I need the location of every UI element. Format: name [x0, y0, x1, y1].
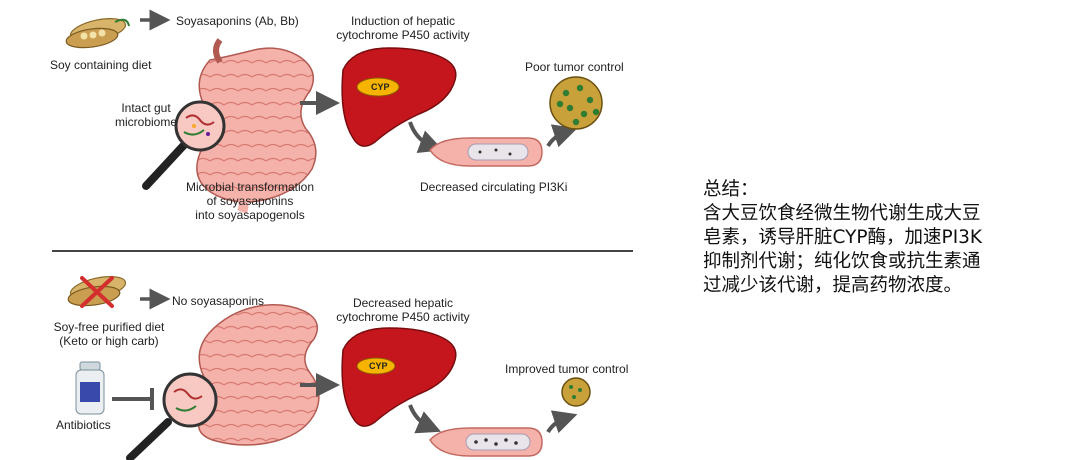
diet-label: Soy containing diet [50, 58, 152, 72]
summary-line-2: 皂素，诱导肝脏CYP酶，加速PI3K [703, 227, 983, 248]
summary-line-4: 过减少该代谢，提高药物浓度。 [703, 275, 963, 296]
drug-label: Decreased circulating PI3Ki [420, 180, 568, 194]
liver-icon: CYP [341, 327, 457, 427]
liver-label-line-2: cytochrome P450 activity [336, 28, 470, 42]
improved-tumor-label: Improved tumor control [505, 362, 629, 376]
summary-title: 总结： [703, 179, 759, 200]
liver-induction-label: Induction of hepatic cytochrome P450 act… [328, 14, 478, 42]
soy-free-diet-label: Soy-free purified diet (Keto or high car… [44, 320, 174, 348]
transformation-line-2: of soyasaponins [206, 194, 294, 208]
summary-line-1: 含大豆饮食经微生物代谢生成大豆 [703, 203, 981, 224]
summary-line-3: 抑制剂代谢；纯化饮食或抗生素通 [703, 251, 981, 272]
soybean-crossed-icon [67, 276, 127, 308]
arrow-icon [546, 124, 578, 148]
tumor-icon [549, 76, 603, 130]
magnifier-icon [142, 100, 226, 190]
liver-label-line-1: Decreased hepatic [352, 296, 454, 310]
diet-label-line-1: Soy-free purified diet [53, 320, 165, 334]
transformation-label: Microbial transformation of soyasaponins… [176, 180, 324, 222]
cyp-label: CYP [369, 361, 388, 371]
antibiotics-bottle-icon [75, 361, 105, 415]
blood-vessel-icon [429, 427, 543, 457]
soyasaponins-label: Soyasaponins (Ab, Bb) [176, 14, 299, 28]
tumor-small-icon [561, 377, 591, 407]
diet-label-line-2: (Keto or high carb) [59, 334, 159, 348]
arrow-icon [408, 404, 442, 434]
microbiome-label-line-2: microbiome [114, 115, 177, 129]
arrow-icon [546, 410, 578, 434]
tumor-label: Poor tumor control [525, 60, 624, 74]
soybean-icon [65, 18, 130, 49]
microbiome-label-line-1: Intact gut [121, 101, 171, 115]
microbiome-label: Intact gut microbiome [108, 101, 184, 129]
liver-label-line-1: Induction of hepatic [350, 14, 456, 28]
summary-block: 总结： 含大豆饮食经微生物代谢生成大豆 皂素，诱导肝脏CYP酶，加速PI3K 抑… [703, 178, 982, 298]
transformation-line-1: Microbial transformation [185, 180, 315, 194]
no-soyasaponins-label: No soyasaponins [172, 294, 265, 308]
magnifier-icon [126, 372, 218, 460]
liver-decreased-label: Decreased hepatic cytochrome P450 activi… [328, 296, 478, 324]
transformation-line-3: into soyasapogenols [195, 208, 305, 222]
liver-label-line-2: cytochrome P450 activity [336, 310, 470, 324]
arrow-icon [408, 121, 444, 154]
intestine-icon [198, 304, 320, 446]
antibiotics-label: Antibiotics [56, 418, 111, 432]
liver-icon: CYP [341, 47, 457, 147]
cyp-label: CYP [371, 82, 390, 92]
blood-vessel-icon [429, 137, 543, 167]
